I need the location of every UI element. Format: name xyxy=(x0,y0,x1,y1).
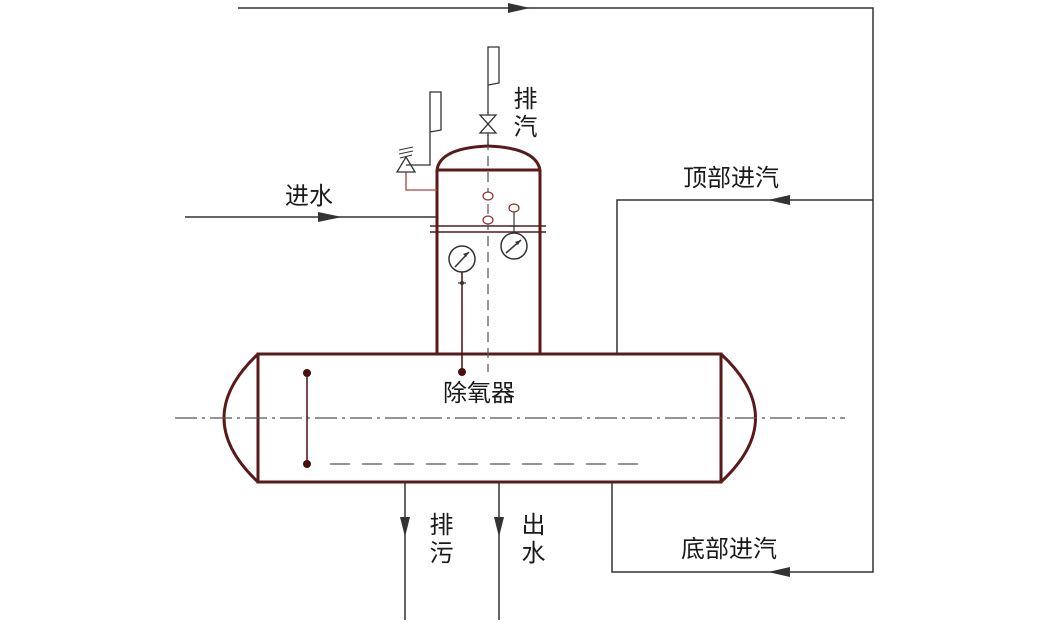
column-walls xyxy=(435,170,542,354)
pressure-gauge-left xyxy=(448,245,476,376)
deaerator-label: 除氧器 xyxy=(443,379,515,407)
bottom-outlets xyxy=(404,482,500,620)
blowdown-arrow xyxy=(400,517,410,537)
steam-supply-loop xyxy=(238,7,874,573)
level-gauge xyxy=(303,369,311,468)
bottom-steam-arrow xyxy=(768,567,790,577)
safety-valve xyxy=(395,91,442,191)
bottom-steam-label: 底部进汽 xyxy=(681,535,777,563)
blowdown-label: 排污 xyxy=(425,512,453,568)
water-inlet-arrow xyxy=(318,212,342,222)
water-out-arrow xyxy=(494,517,504,537)
top-steam-line xyxy=(616,199,873,354)
water-in-label: 进水 xyxy=(285,182,333,210)
vent-valve xyxy=(478,46,500,146)
water-out-label: 出水 xyxy=(517,512,545,568)
top-steam-arrow xyxy=(768,195,790,205)
column-nozzles xyxy=(482,191,520,225)
water-inlet-line xyxy=(185,212,437,222)
steam-main-arrow xyxy=(508,3,530,13)
steam-main-line xyxy=(238,7,874,573)
vent-label: 排汽 xyxy=(509,86,537,142)
top-steam-label: 顶部进汽 xyxy=(683,164,779,192)
pressure-gauge-right xyxy=(500,212,528,260)
